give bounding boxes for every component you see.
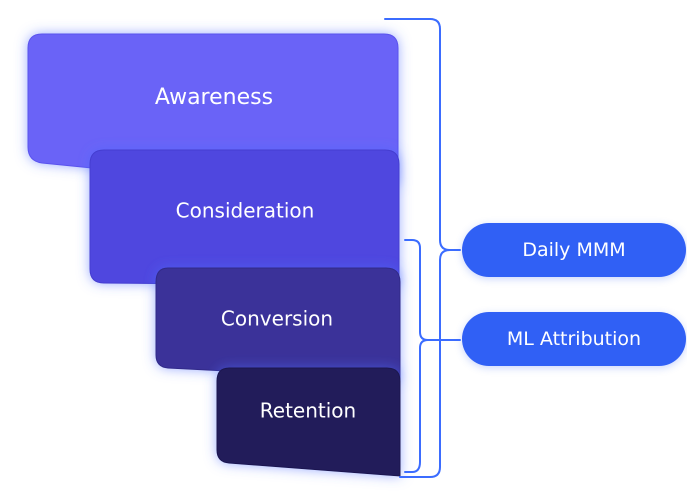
funnel-stage-awareness bbox=[27, 33, 399, 186]
funnel-stage-consideration bbox=[89, 149, 400, 287]
funnel-stage-consideration-label: Consideration bbox=[176, 199, 315, 223]
inner-bracket bbox=[404, 239, 461, 473]
funnel-stage-awareness-label: Awareness bbox=[155, 85, 273, 110]
outer-bracket bbox=[384, 18, 461, 478]
funnel-stage-retention-label: Retention bbox=[260, 399, 356, 423]
daily-mmm-label: Daily MMM bbox=[522, 239, 626, 261]
funnel-stage-conversion-label: Conversion bbox=[221, 307, 333, 331]
daily-mmm-tag[interactable]: Daily MMM bbox=[462, 223, 686, 277]
ml-attribution-tag[interactable]: ML Attribution bbox=[462, 312, 686, 366]
funnel-stage-conversion bbox=[155, 267, 401, 381]
funnel-stage-retention bbox=[216, 367, 401, 477]
ml-attribution-label: ML Attribution bbox=[506, 328, 642, 350]
